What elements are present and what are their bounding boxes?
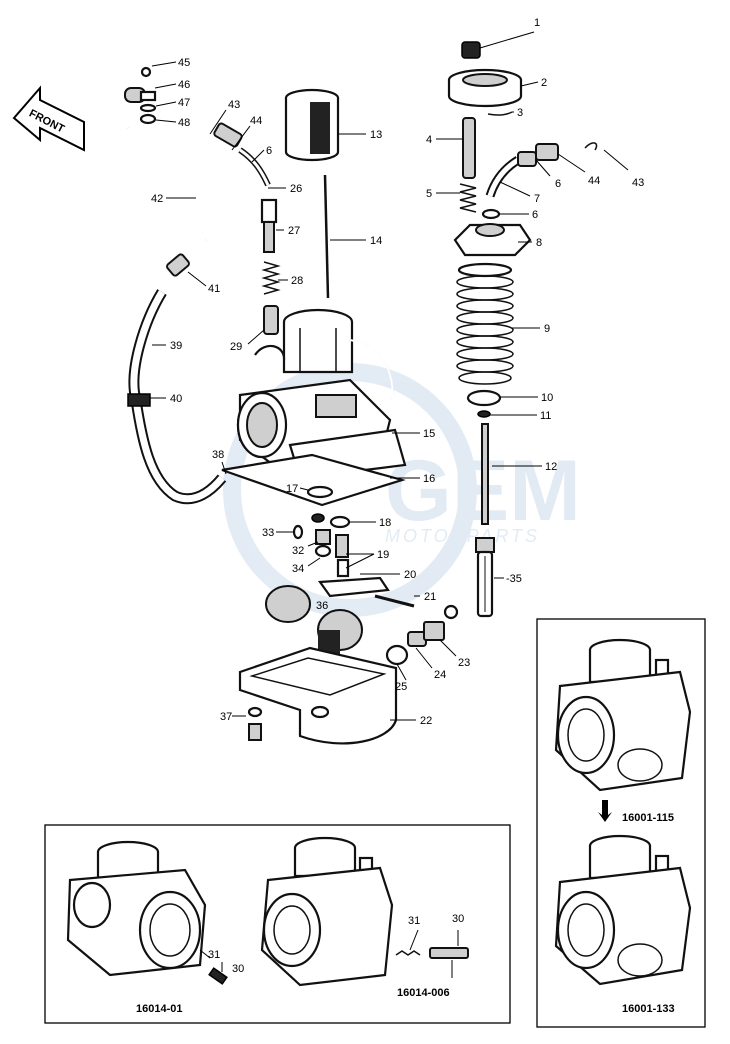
variant-arrow xyxy=(598,800,612,822)
callout-18: 18 xyxy=(379,517,391,529)
callout-10: 10 xyxy=(541,392,553,404)
clip-11 xyxy=(477,410,491,418)
callout-7: 7 xyxy=(534,193,540,205)
callout-39: 39 xyxy=(170,340,182,352)
variant-box-right: 16001-115 16001-133 xyxy=(536,618,706,1028)
callout-5: 5 xyxy=(426,188,432,200)
cable-adjuster-group xyxy=(213,122,281,335)
callout-6b: 6 xyxy=(555,178,561,190)
callout-31a: 31 xyxy=(208,949,220,961)
callout-38: 38 xyxy=(212,449,224,461)
callout-43a: 43 xyxy=(228,99,240,111)
callout-40: 40 xyxy=(170,393,182,405)
callout-37: 37 xyxy=(220,711,232,723)
callout-9: 9 xyxy=(544,323,550,335)
hose-fitting-41 xyxy=(166,253,190,277)
needle-jet-35 xyxy=(475,537,495,618)
throttle-spring-9 xyxy=(456,262,514,385)
callout-19: 19 xyxy=(377,549,389,561)
callout-25: 25 xyxy=(395,681,407,693)
retainer-10 xyxy=(466,389,502,407)
variant-box-bottom: 31 30 16014-01 31 30 16014-006 xyxy=(44,824,511,1024)
callout-17: 17 xyxy=(286,483,298,495)
callout-22: 22 xyxy=(420,715,432,727)
front-arrow: FRONT xyxy=(12,85,85,152)
callout-4: 4 xyxy=(426,134,432,146)
callout-11: 11 xyxy=(540,410,551,422)
air-cleaner-sleeve xyxy=(284,88,340,162)
callout-2: 2 xyxy=(541,77,547,89)
callout-31b: 31 xyxy=(408,915,420,927)
variant-code-right-bottom: 16001-133 xyxy=(622,1003,675,1015)
callout-6c: 6 xyxy=(532,209,538,221)
callout-12: 12 xyxy=(545,461,557,473)
vent-hose-42 xyxy=(127,127,216,241)
callout-34: 34 xyxy=(292,563,304,575)
callout-27: 27 xyxy=(288,225,300,237)
callout-32: 32 xyxy=(292,545,304,557)
callout-44b: 44 xyxy=(588,175,600,187)
variant-carb-left xyxy=(66,840,228,985)
hose-clip-40 xyxy=(127,393,151,407)
callout-42: 42 xyxy=(151,193,163,205)
drain-plug-group xyxy=(385,604,459,666)
variant-carb-right-bottom xyxy=(554,834,692,986)
callout-1: 1 xyxy=(534,17,540,29)
float-bowl-22 xyxy=(238,646,398,745)
callout-24: 24 xyxy=(434,669,446,681)
callout-21: 21 xyxy=(424,591,436,603)
callout-36: 36 xyxy=(316,600,328,612)
callout-26: 26 xyxy=(290,183,302,195)
callout-30a: 30 xyxy=(232,963,244,975)
variant-carb-right-top xyxy=(554,638,692,792)
callout-6a: 6 xyxy=(266,145,272,157)
variant-carb-middle xyxy=(260,836,469,987)
callout-20: 20 xyxy=(404,569,416,581)
callout-41: 41 xyxy=(208,283,220,295)
carburetor-body xyxy=(236,308,407,480)
watermark-sub: MOTORPARTS xyxy=(385,526,540,546)
callout-15: 15 xyxy=(423,428,435,440)
callout-13: 13 xyxy=(370,129,382,141)
float-group xyxy=(265,576,415,660)
needle-14 xyxy=(323,174,330,299)
callout-28: 28 xyxy=(291,275,303,287)
callout-48: 48 xyxy=(178,117,190,129)
callout-43b: 43 xyxy=(632,177,644,189)
callout-35: -35 xyxy=(506,573,522,585)
variant-code-left: 16014-01 xyxy=(136,1003,183,1015)
callout-8: 8 xyxy=(536,237,542,249)
callout-3: 3 xyxy=(517,107,523,119)
callout-47: 47 xyxy=(178,97,190,109)
variant-code-middle: 16014-006 xyxy=(397,987,450,999)
mixing-chamber-cap-8 xyxy=(453,223,532,257)
callout-16: 16 xyxy=(423,473,435,485)
callout-30b: 30 xyxy=(452,913,464,925)
variant-code-right-top: 16001-115 xyxy=(622,812,674,824)
callout-46: 46 xyxy=(178,79,190,91)
callout-23: 23 xyxy=(458,657,470,669)
top-cap-group xyxy=(447,41,598,220)
callout-14: 14 xyxy=(370,235,382,247)
callout-33: 33 xyxy=(262,527,274,539)
choke-lever-group xyxy=(124,66,157,125)
jet-needle-12 xyxy=(481,423,489,525)
callout-29: 29 xyxy=(230,341,242,353)
callouts: 1 2 3 4 5 6 6 7 8 9 10 11 12 -35 44 43 1… xyxy=(150,17,644,727)
callout-44a: 44 xyxy=(250,115,262,127)
gasket-16 xyxy=(221,453,406,507)
callout-45: 45 xyxy=(178,57,190,69)
